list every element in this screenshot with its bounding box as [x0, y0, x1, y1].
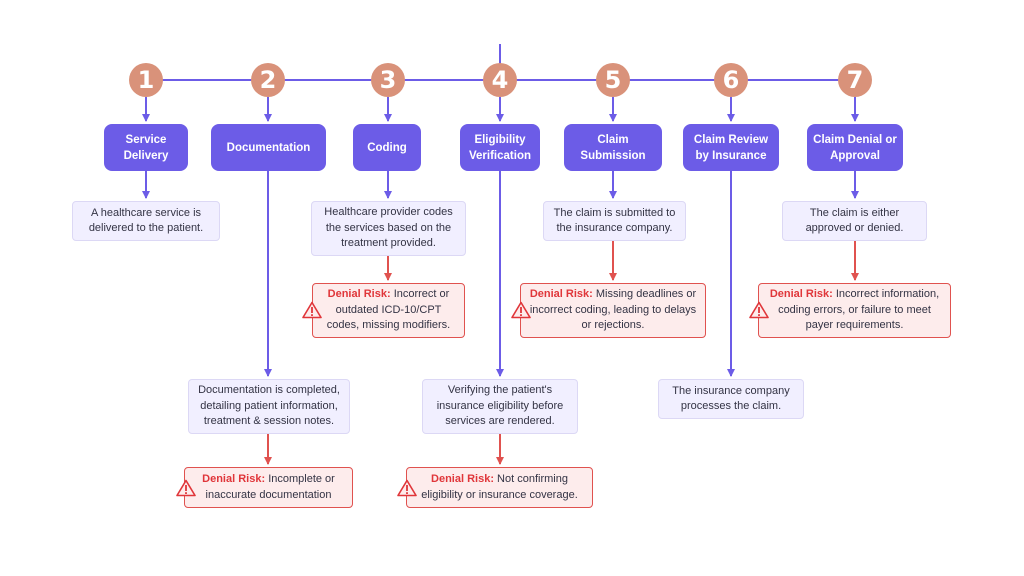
step-3-description: Healthcare provider codes the services b…: [311, 201, 466, 256]
step-3-title: Coding: [367, 141, 407, 154]
step-2-title: Documentation: [226, 141, 311, 154]
step-4-number: 4: [483, 63, 517, 97]
step-3-box: Coding: [353, 124, 421, 171]
step-5-title: Claim Submission: [580, 133, 646, 162]
step-3-denial-risk: Denial Risk: Incorrect or outdated ICD-1…: [312, 283, 465, 338]
step-2-description: Documentation is completed, detailing pa…: [188, 379, 350, 434]
step-1-title: Service Delivery: [123, 133, 169, 162]
step-4-description: Verifying the patient's insurance eligib…: [422, 379, 578, 434]
step-6-description: The insurance company processes the clai…: [658, 379, 804, 419]
warning-icon: [397, 479, 417, 497]
step-6-number: 6: [714, 63, 748, 97]
denial-risk-text: Not confirming eligibility or insurance …: [421, 473, 578, 501]
step-2-number: 2: [251, 63, 285, 97]
denial-risk-text: Incomplete or inaccurate documentation: [205, 473, 335, 501]
step-1-number: 1: [129, 63, 163, 97]
warning-icon: [302, 301, 322, 319]
step-4-denial-risk: Denial Risk: Not confirming eligibility …: [406, 467, 593, 508]
denial-risk-text: Incorrect or outdated ICD-10/CPT codes, …: [326, 288, 451, 332]
denial-risk-label: Denial Risk:: [769, 288, 833, 301]
warning-icon: [176, 479, 196, 497]
step-7-denial-risk: Denial Risk: Incorrect information, codi…: [758, 283, 951, 338]
step-6-title: Claim Review by Insurance: [693, 133, 769, 162]
denial-risk-text: Incorrect information, coding errors, or…: [778, 288, 940, 332]
step-4-title: Eligibility Verification: [469, 133, 531, 162]
denial-risk-label: Denial Risk:: [327, 288, 391, 301]
step-7-description: The claim is either approved or denied.: [782, 201, 927, 241]
step-3-number: 3: [371, 63, 405, 97]
step-5-box: Claim Submission: [564, 124, 662, 171]
warning-icon: [511, 301, 531, 319]
denial-risk-label: Denial Risk:: [529, 288, 593, 301]
step-1-box: Service Delivery: [104, 124, 188, 171]
step-4-box: Eligibility Verification: [460, 124, 540, 171]
step-2-box: Documentation: [211, 124, 326, 171]
denial-risk-text: Missing deadlines or incorrect coding, l…: [529, 288, 697, 332]
step-7-box: Claim Denial or Approval: [807, 124, 903, 171]
denial-risk-label: Denial Risk:: [202, 473, 266, 485]
step-7-number: 7: [838, 63, 872, 97]
denial-risk-label: Denial Risk:: [431, 473, 494, 485]
step-5-description: The claim is submitted to the insurance …: [543, 201, 686, 241]
step-5-number: 5: [596, 63, 630, 97]
warning-icon: [749, 301, 769, 319]
step-7-title: Claim Denial or Approval: [813, 133, 897, 162]
step-1-description: A healthcare service is delivered to the…: [72, 201, 220, 241]
step-6-box: Claim Review by Insurance: [683, 124, 779, 171]
step-5-denial-risk: Denial Risk: Missing deadlines or incorr…: [520, 283, 706, 338]
step-2-denial-risk: Denial Risk: Incomplete or inaccurate do…: [184, 467, 353, 508]
